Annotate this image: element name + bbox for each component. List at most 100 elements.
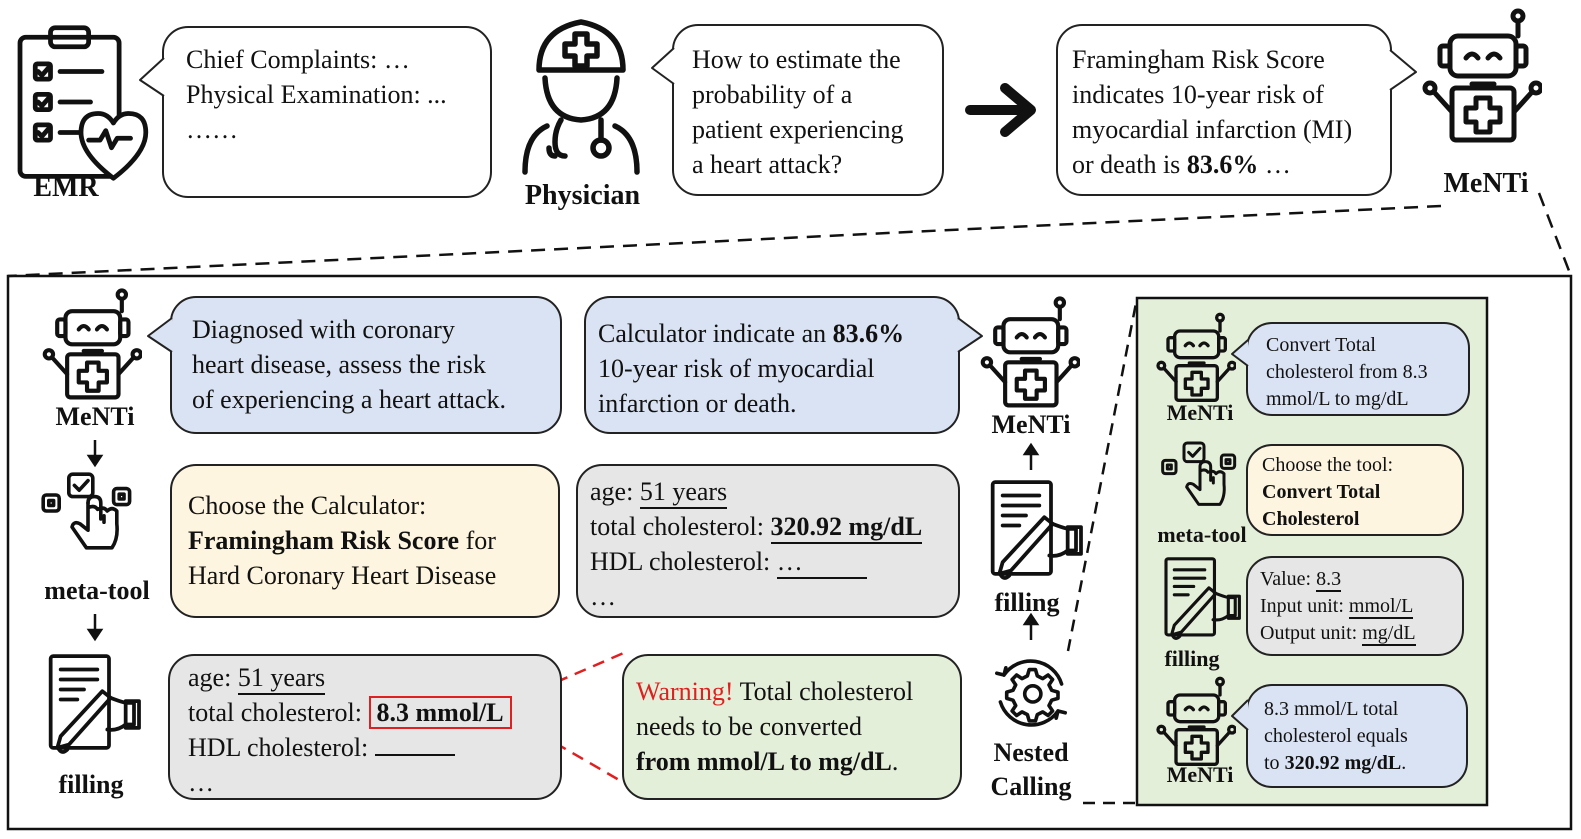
tool-name: Cholesterol <box>1262 508 1360 530</box>
choose-tool-bubble: Choose the tool: Convert Total Cholester… <box>1246 444 1464 536</box>
field-label: total cholesterol: <box>590 512 771 541</box>
field-label: total cholesterol: <box>188 698 369 727</box>
diagnosis-line: heart disease, assess the risk <box>192 350 486 379</box>
param-row-output: Output unit: mg/dL <box>1260 620 1450 647</box>
form-row-age: age: 51 years <box>188 660 548 695</box>
warning-bubble: Warning! Total cholesterol needs to be c… <box>622 654 962 800</box>
filling-label: filling <box>58 770 124 799</box>
filled-form-bubble: age: 51 years total cholesterol: 320.92 … <box>576 464 960 618</box>
field-label: age: <box>188 663 238 692</box>
menti-answer-line: myocardial infarction (MI) <box>1072 115 1353 144</box>
choose-line: Hard Coronary Heart Disease <box>188 561 497 590</box>
text-span: Total cholesterol <box>733 677 914 706</box>
emr-label: EMR <box>33 172 99 203</box>
diagnosis-line: Diagnosed with coronary <box>192 315 455 344</box>
calculator-result-bubble: Calculator indicate an 83.6% 10-year ris… <box>584 296 960 434</box>
initial-form-bubble: age: 51 years total cholesterol: 8.3 mmo… <box>168 654 562 800</box>
diagnosis-bubble: Diagnosed with coronary heart disease, a… <box>170 296 562 434</box>
physician-bubble-line: a heart attack? <box>692 150 843 179</box>
text-span: . <box>1401 752 1407 774</box>
form-ellipsis: … <box>188 768 214 797</box>
conversion-result-bubble: 8.3 mmol/L total cholesterol equals to 3… <box>1246 684 1468 788</box>
form-ellipsis: … <box>590 582 616 611</box>
warning-line: Warning! Total cholesterol <box>636 674 948 709</box>
menti-label: MeNTi <box>991 410 1071 439</box>
hdl-value: … <box>776 547 867 579</box>
form-row-cholesterol: total cholesterol: 8.3 mmol/L <box>188 695 548 730</box>
emr-bubble-line: …… <box>186 115 238 144</box>
form-row-age: age: 51 years <box>590 474 946 509</box>
converted-value: 320.92 mg/dL <box>1284 752 1402 774</box>
param-row-value: Value: 8.3 <box>1260 566 1450 593</box>
field-label: HDL cholesterol: <box>188 733 375 762</box>
param-label: Value: <box>1260 568 1317 590</box>
calculator-name: Framingham Risk Score <box>188 526 460 555</box>
physician-bubble-line: probability of a <box>692 80 853 109</box>
param-value: mmol/L <box>1348 595 1414 619</box>
tool-name: Convert Total <box>1262 481 1381 503</box>
result-line: Calculator indicate an 83.6% <box>598 316 946 351</box>
menti-answer-line: indicates 10-year risk of <box>1072 80 1324 109</box>
warning-line: from mmol/L to mg/dL. <box>636 744 948 779</box>
label-line: Nested <box>993 738 1069 767</box>
warning-link-top <box>537 650 627 692</box>
tool-params-bubble: Value: 8.3 Input unit: mmol/L Output uni… <box>1246 556 1464 656</box>
emr-bubble-line: Chief Complaints: … <box>186 45 410 74</box>
conversion-text: from mmol/L to mg/dL <box>636 747 892 776</box>
zoom-line-right <box>1537 192 1573 277</box>
convert-request-bubble: Convert Total cholesterol from 8.3 mmol/… <box>1246 322 1470 416</box>
menti-label: MeNTi <box>1166 762 1234 787</box>
text-span: Calculator indicate an <box>598 319 833 348</box>
param-value: mg/dL <box>1362 622 1416 646</box>
form-row-hdl: HDL cholesterol: <box>188 730 548 765</box>
nested-calling-label: Nested Calling <box>966 736 1096 804</box>
zoom-line-left <box>7 204 1442 278</box>
menti-label: MeNTi <box>1166 400 1234 425</box>
hdl-blank <box>374 734 455 756</box>
conversion-line: cholesterol equals <box>1264 725 1408 747</box>
choose-line: Framingham Risk Score for <box>188 523 546 558</box>
menti-label: MeNTi <box>55 402 135 431</box>
risk-value: 83.6% <box>832 319 905 348</box>
tool-line: Choose the tool: <box>1262 454 1394 476</box>
arrow-right-icon <box>965 83 1036 137</box>
form-row-cholesterol: total cholesterol: 320.92 mg/dL <box>590 509 946 544</box>
arrow-down-icon <box>86 440 104 642</box>
label-line: Calling <box>990 772 1072 801</box>
cholesterol-value: 320.92 mg/dL <box>770 512 923 544</box>
param-label: Output unit: <box>1260 622 1363 644</box>
menti-answer-line: or death is 83.6% … <box>1072 147 1378 182</box>
meta-tool-label: meta-tool <box>44 576 150 605</box>
menti-label: MeNTi <box>1443 168 1529 199</box>
cholesterol-highlight: 8.3 mmol/L <box>368 696 512 729</box>
conversion-line: to 320.92 mg/dL. <box>1264 750 1454 777</box>
age-value: 51 years <box>237 663 326 695</box>
physician-bubble-line: patient experiencing <box>692 115 904 144</box>
choose-line: Choose the Calculator: <box>188 491 427 520</box>
param-value: 8.3 <box>1316 568 1342 592</box>
meta-tool-label: meta-tool <box>1157 522 1247 547</box>
menti-answer-bubble: Framingham Risk Score indicates 10-year … <box>1056 24 1392 196</box>
result-line: 10-year risk of myocardial <box>598 354 875 383</box>
conversion-line: 8.3 mmol/L total <box>1264 698 1399 720</box>
physician-bubble-line: How to estimate the <box>692 45 901 74</box>
convert-line: cholesterol from 8.3 <box>1266 361 1428 383</box>
physician-bubble: How to estimate the probability of a pat… <box>672 24 944 196</box>
filling-label: filling <box>994 588 1060 617</box>
field-label: age: <box>590 477 640 506</box>
physician-label: Physician <box>524 180 641 211</box>
text-span: or death is <box>1072 150 1187 179</box>
form-row-hdl: HDL cholesterol: … <box>590 544 946 579</box>
menti-answer-line: Framingham Risk Score <box>1072 45 1325 74</box>
param-label: Input unit: <box>1260 595 1349 617</box>
emr-bubble-line: Physical Examination: ... <box>186 80 447 109</box>
warning-line: needs to be converted <box>636 712 862 741</box>
risk-value: 83.6% <box>1186 150 1259 179</box>
warning-link-bottom <box>537 731 627 786</box>
filling-label: filling <box>1164 646 1220 671</box>
emr-bubble: Chief Complaints: … Physical Examination… <box>162 26 492 198</box>
diagnosis-line: of experiencing a heart attack. <box>192 385 506 414</box>
warning-word: Warning! <box>636 677 734 706</box>
